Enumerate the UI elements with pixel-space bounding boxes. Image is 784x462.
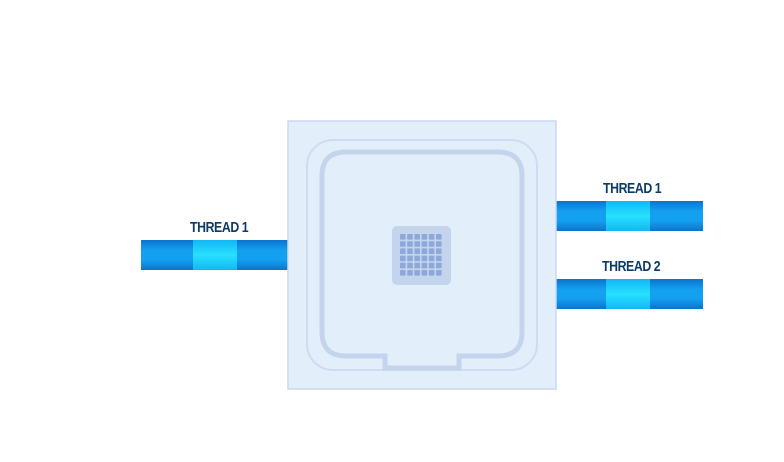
- cpu-grid-cell: [407, 255, 413, 262]
- cpu-grid-cell: [428, 270, 435, 276]
- cpu-grid-cell: [407, 248, 413, 254]
- cpu-grid-cell: [436, 270, 442, 276]
- output-thread-1-label: THREAD 1: [603, 180, 662, 197]
- cpu-chip-icon: [392, 226, 451, 285]
- processor-chip: [287, 120, 557, 390]
- cpu-grid-cell: [436, 241, 442, 247]
- cpu-grid-cell: [407, 241, 413, 247]
- output-thread-2-label: THREAD 2: [602, 258, 661, 275]
- cpu-grid-cell: [428, 255, 435, 262]
- cpu-grid-cell: [400, 248, 406, 254]
- cpu-grid-cell: [436, 248, 442, 254]
- cpu-grid-cell: [414, 270, 420, 276]
- cpu-grid-cell: [400, 270, 406, 276]
- cpu-grid-cell: [414, 241, 420, 247]
- cpu-grid-cell: [436, 255, 442, 262]
- cpu-grid-cell: [400, 241, 406, 247]
- cpu-grid-cell: [414, 255, 420, 262]
- cpu-grid-cell: [421, 262, 428, 269]
- cpu-grid-cell: [414, 248, 420, 254]
- cpu-grid-cell: [400, 262, 406, 269]
- cpu-grid-cell: [428, 262, 435, 269]
- cpu-grid-cell: [407, 262, 413, 269]
- cpu-grid-cell: [428, 234, 435, 240]
- input-thread-label: THREAD 1: [190, 219, 249, 236]
- cpu-grid-cell: [421, 248, 428, 254]
- cpu-grid-cell: [407, 270, 413, 276]
- cpu-grid-cell: [407, 234, 413, 240]
- cpu-grid-cell: [421, 241, 428, 247]
- cpu-grid-cell: [421, 234, 428, 240]
- cpu-grid-cell: [400, 234, 406, 240]
- output-thread-1-pipe: [556, 201, 703, 231]
- cpu-grid-cell: [414, 262, 420, 269]
- cpu-grid-cell: [414, 234, 420, 240]
- output-thread-2-pipe: [556, 279, 703, 309]
- cpu-grid-cell: [421, 255, 428, 262]
- cpu-grid-cell: [428, 248, 435, 254]
- cpu-grid-cell: [428, 241, 435, 247]
- cpu-grid-cell: [400, 255, 406, 262]
- cpu-grid-cell: [436, 262, 442, 269]
- input-thread-pipe: [141, 240, 288, 270]
- cpu-grid-cell: [421, 270, 428, 276]
- cpu-grid-cell: [436, 234, 442, 240]
